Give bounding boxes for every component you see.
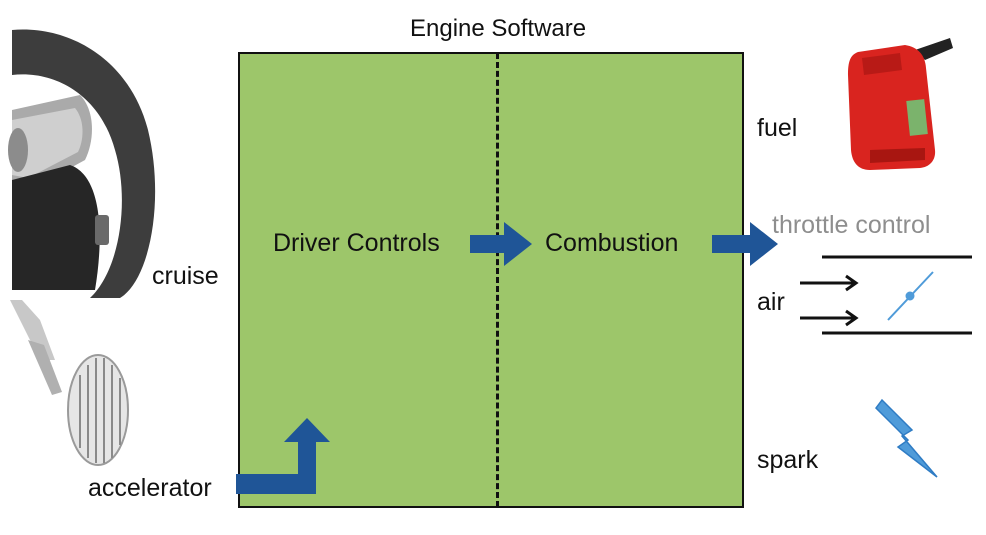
throttle-valve-icon [800,255,972,335]
combustion-label: Combustion [545,229,679,257]
fuel-can-icon [848,38,953,170]
driver-controls-label: Driver Controls [273,229,440,257]
steering-wheel-icon [8,20,156,298]
diagram-title: Engine Software [410,15,587,42]
engine-software-box [238,52,744,508]
accelerator-pedal-icon [10,300,129,466]
arrow-accelerator-to-driver [236,418,330,494]
box-divider [496,53,499,507]
arrow-driver-to-combustion [470,222,532,266]
fuel-label: fuel [757,114,798,142]
spark-bolt-icon [875,398,938,478]
cruise-label: cruise [152,262,219,290]
throttle-control-label: throttle control [772,211,931,239]
air-label: air [757,288,785,316]
accelerator-label: accelerator [88,474,212,502]
spark-label: spark [757,446,819,474]
arrow-combustion-to-output [712,222,778,266]
